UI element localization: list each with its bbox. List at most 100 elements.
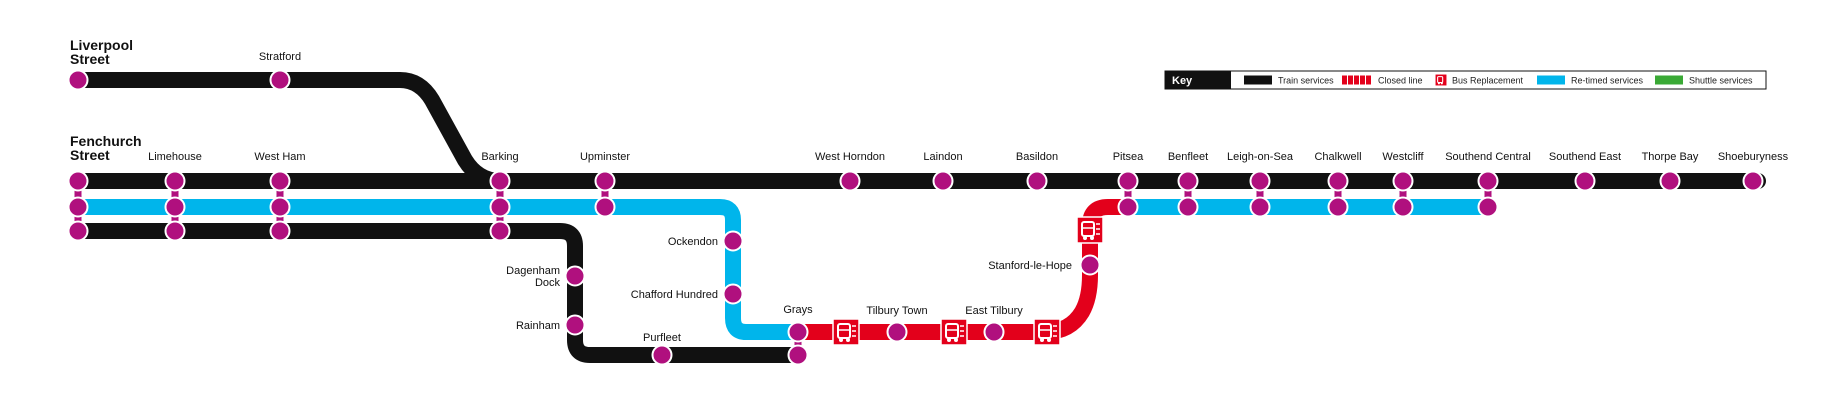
station-label: Pitsea: [1113, 151, 1144, 163]
station-marker: [164, 170, 186, 192]
station-label: West Horndon: [815, 151, 885, 163]
station-marker: [722, 230, 744, 252]
station-label: Grays: [783, 304, 813, 316]
key-swatch: [1354, 75, 1359, 85]
station-west-ham: West Ham: [254, 151, 306, 242]
station-label: Upminster: [580, 151, 630, 163]
station-ockendon: Ockendon: [668, 230, 744, 252]
station-marker: [1249, 170, 1271, 192]
station-marker: [67, 69, 89, 91]
key-swatch: [1342, 75, 1347, 85]
key-item-label: Shuttle services: [1689, 76, 1753, 86]
station-stanford-le-hope: Stanford-le-Hope: [988, 254, 1101, 276]
station-marker: [269, 196, 291, 218]
station-marker: [489, 170, 511, 192]
key-swatch: [1366, 75, 1371, 85]
key-item-label: Train services: [1278, 76, 1334, 86]
station-label: Ockendon: [668, 236, 718, 248]
key-item-solid: Train services: [1244, 75, 1334, 86]
station-marker: [722, 283, 744, 305]
station-marker: [1177, 196, 1199, 218]
rainham-loop-line: [70, 223, 808, 363]
station-label: Basildon: [1016, 151, 1058, 163]
key-swatch: [1655, 75, 1683, 85]
key-swatch: [1348, 75, 1353, 85]
key-item-label: Closed line: [1378, 76, 1423, 86]
station-label: Stratford: [259, 51, 301, 63]
key-swatch: [1360, 75, 1365, 85]
station-label: Benfleet: [1168, 151, 1208, 163]
station-purfleet: Purfleet: [643, 332, 681, 366]
station-laindon: Laindon: [923, 151, 963, 192]
station-grays: Grays: [783, 304, 813, 366]
station-marker: [1079, 254, 1101, 276]
station-marker: [269, 170, 291, 192]
station-marker: [1392, 196, 1414, 218]
station-marker: [839, 170, 861, 192]
station-marker: [67, 170, 89, 192]
key-swatch: [1537, 75, 1565, 85]
station-west-horndon: West Horndon: [815, 151, 885, 192]
station-marker: [651, 344, 673, 366]
station-marker: [886, 321, 908, 343]
station-label: Tilbury Town: [866, 305, 927, 317]
station-label: Southend East: [1549, 151, 1621, 163]
station-marker: [564, 314, 586, 336]
station-limehouse: Limehouse: [148, 151, 202, 242]
bus-icon: [940, 318, 968, 346]
station-label: East Tilbury: [965, 305, 1023, 317]
station-marker: [1327, 196, 1349, 218]
station-marker: [164, 220, 186, 242]
station-marker: [67, 220, 89, 242]
station-thorpe-bay: Thorpe Bay: [1642, 151, 1699, 192]
station-label: Thorpe Bay: [1642, 151, 1699, 163]
station-label: Limehouse: [148, 151, 202, 163]
station-marker: [983, 321, 1005, 343]
key-swatch: [1244, 75, 1272, 85]
station-label: Purfleet: [643, 332, 681, 344]
station-marker: [594, 196, 616, 218]
station-marker: [269, 69, 291, 91]
station-label: Southend Central: [1445, 151, 1531, 163]
station-marker: [1659, 170, 1681, 192]
station-label: Laindon: [923, 151, 962, 163]
station-marker: [269, 220, 291, 242]
station-marker: [164, 196, 186, 218]
station-label: Leigh-on-Sea: [1227, 151, 1294, 163]
station-marker: [67, 196, 89, 218]
station-marker: [1742, 170, 1764, 192]
station-marker: [1327, 170, 1349, 192]
station-marker: [1392, 170, 1414, 192]
station-label: Chafford Hundred: [631, 289, 718, 301]
station-chafford-hundred: Chafford Hundred: [631, 283, 744, 305]
station-chalkwell: Chalkwell: [1314, 151, 1362, 218]
station-marker: [1574, 170, 1596, 192]
station-marker: [932, 170, 954, 192]
station-marker: [1249, 196, 1271, 218]
key-title: Key: [1172, 75, 1193, 87]
liverpool-street-line: [70, 72, 508, 189]
closed-line: [792, 199, 1136, 340]
station-label: Stanford-le-Hope: [988, 260, 1072, 272]
station-southend-east: Southend East: [1549, 151, 1621, 192]
bus-icon: [1435, 74, 1447, 86]
key-item-bus: Bus Replacement: [1435, 74, 1524, 86]
station-marker: [564, 265, 586, 287]
retimed-line-west: [70, 199, 808, 340]
station-benfleet: Benfleet: [1168, 151, 1208, 218]
station-label: Rainham: [516, 320, 560, 332]
station-marker: [1477, 196, 1499, 218]
station-upminster: Upminster: [580, 151, 630, 218]
station-label: Chalkwell: [1314, 151, 1361, 163]
station-label: West Ham: [254, 151, 305, 163]
station-east-tilbury: East Tilbury: [965, 305, 1023, 343]
station-marker: [594, 170, 616, 192]
station-marker: [1117, 196, 1139, 218]
station-tilbury-town: Tilbury Town: [866, 305, 928, 343]
